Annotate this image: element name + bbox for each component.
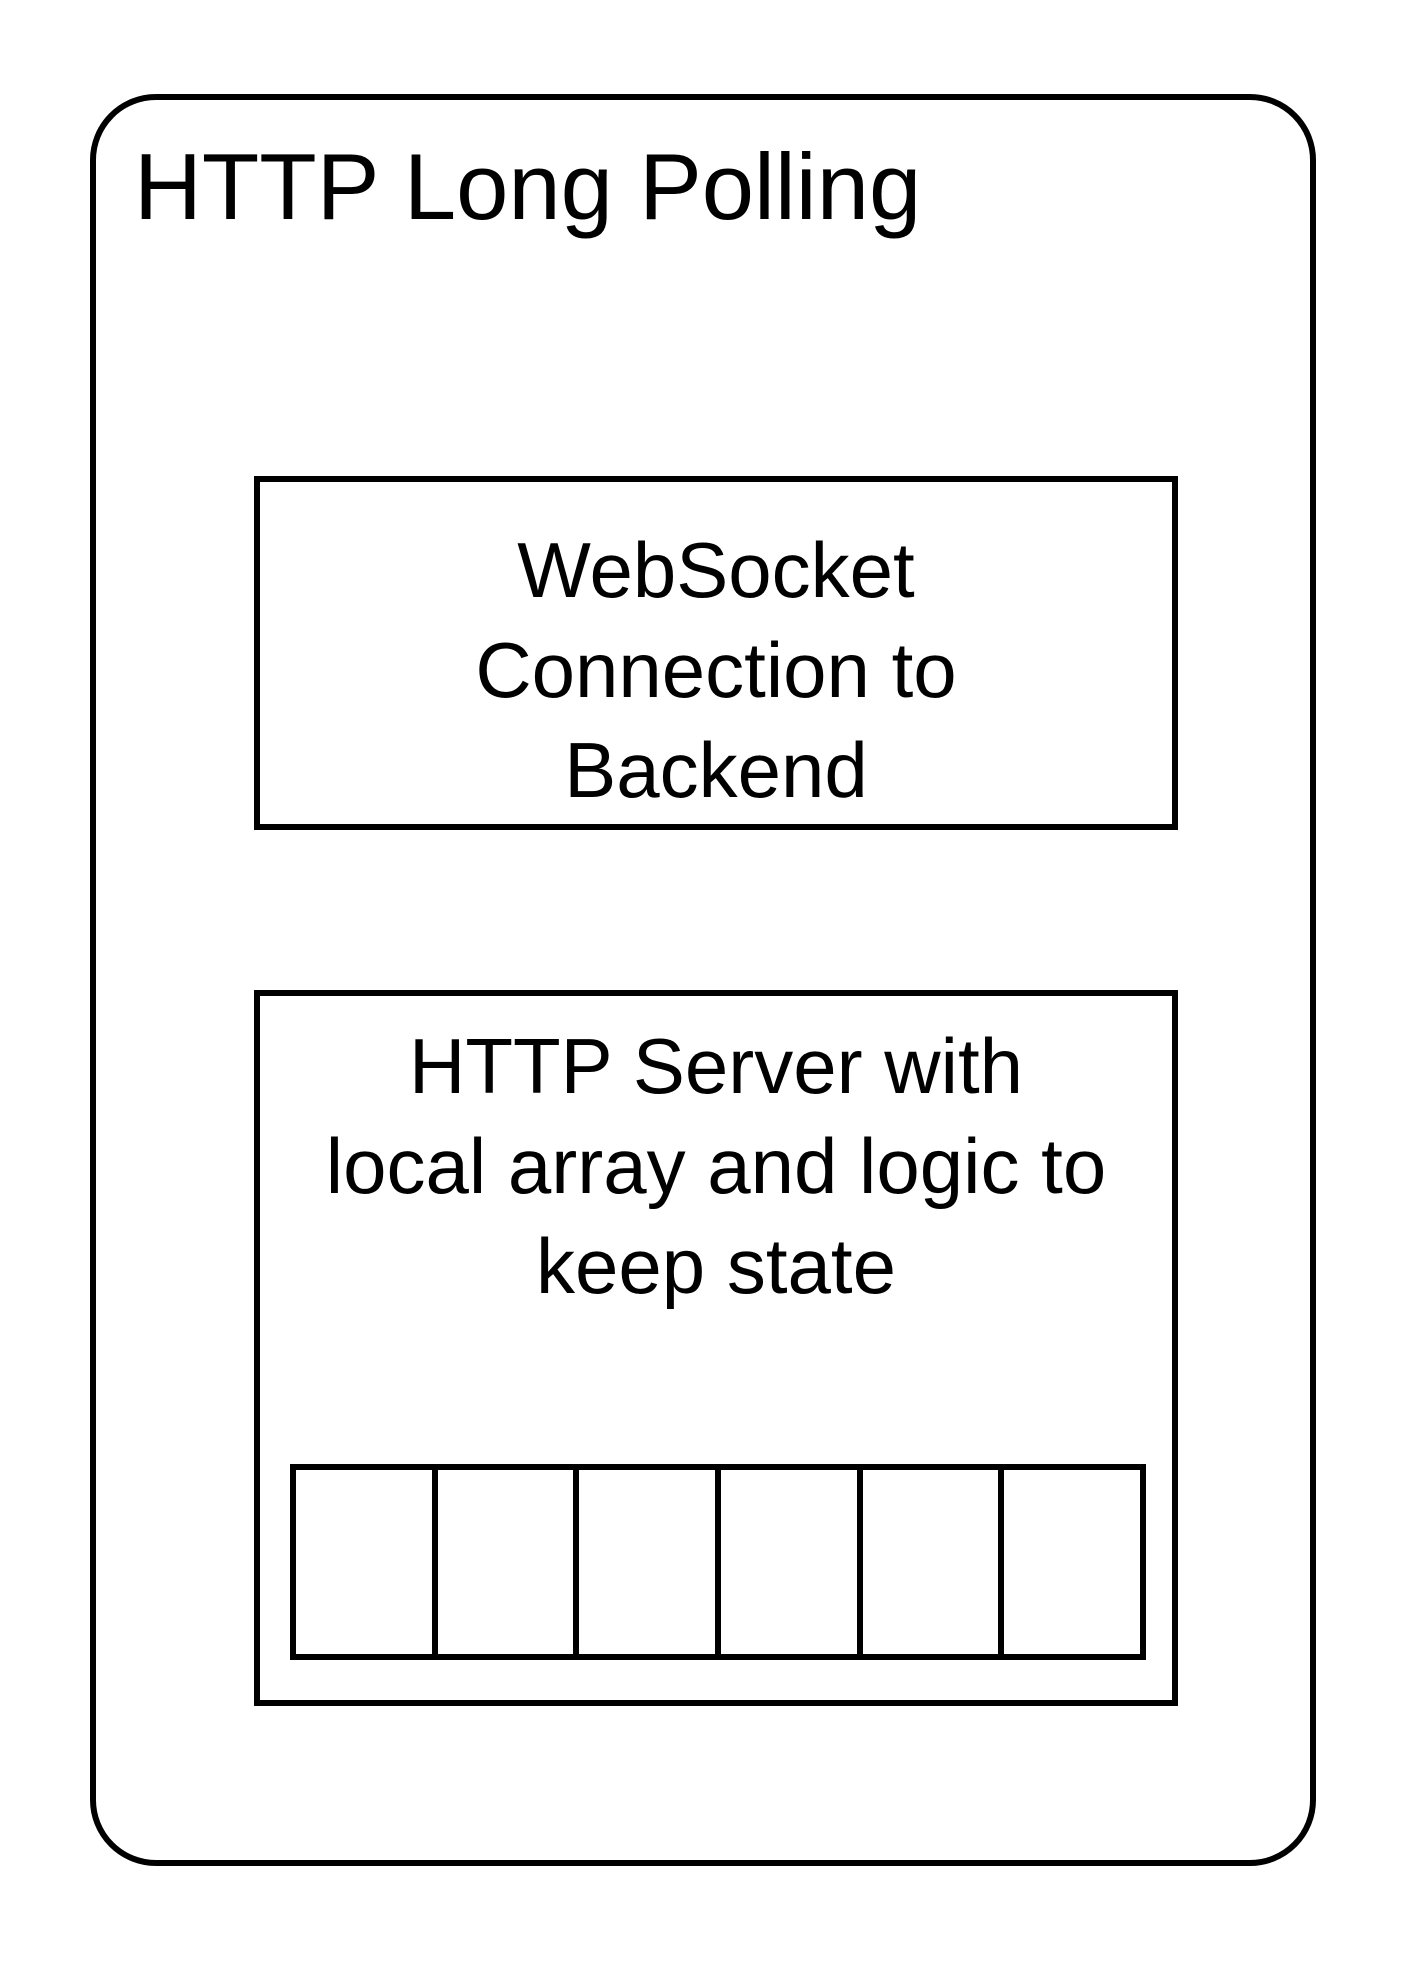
http-server-box: HTTP Server with local array and logic t… [254, 990, 1178, 1706]
websocket-connection-box: WebSocket Connection to Backend [254, 476, 1178, 830]
websocket-label-line: WebSocket [517, 526, 915, 614]
local-array [290, 1464, 1146, 1660]
array-cell [1004, 1470, 1140, 1654]
array-cell [579, 1470, 722, 1654]
websocket-label-line: Backend [564, 726, 868, 814]
array-cell [438, 1470, 580, 1654]
array-cell [863, 1470, 1005, 1654]
http-long-polling-container [90, 94, 1316, 1866]
array-cell [721, 1470, 863, 1654]
http-server-label-line: keep state [536, 1222, 896, 1310]
http-server-label-line: HTTP Server with [408, 1022, 1024, 1110]
container-title: HTTP Long Polling [134, 134, 922, 239]
websocket-label-line: Connection to [475, 626, 957, 714]
array-cell [296, 1470, 438, 1654]
http-server-box-label: HTTP Server with local array and logic t… [260, 1016, 1172, 1316]
websocket-box-label: WebSocket Connection to Backend [260, 520, 1172, 820]
http-server-label-line: local array and logic to [325, 1122, 1107, 1210]
